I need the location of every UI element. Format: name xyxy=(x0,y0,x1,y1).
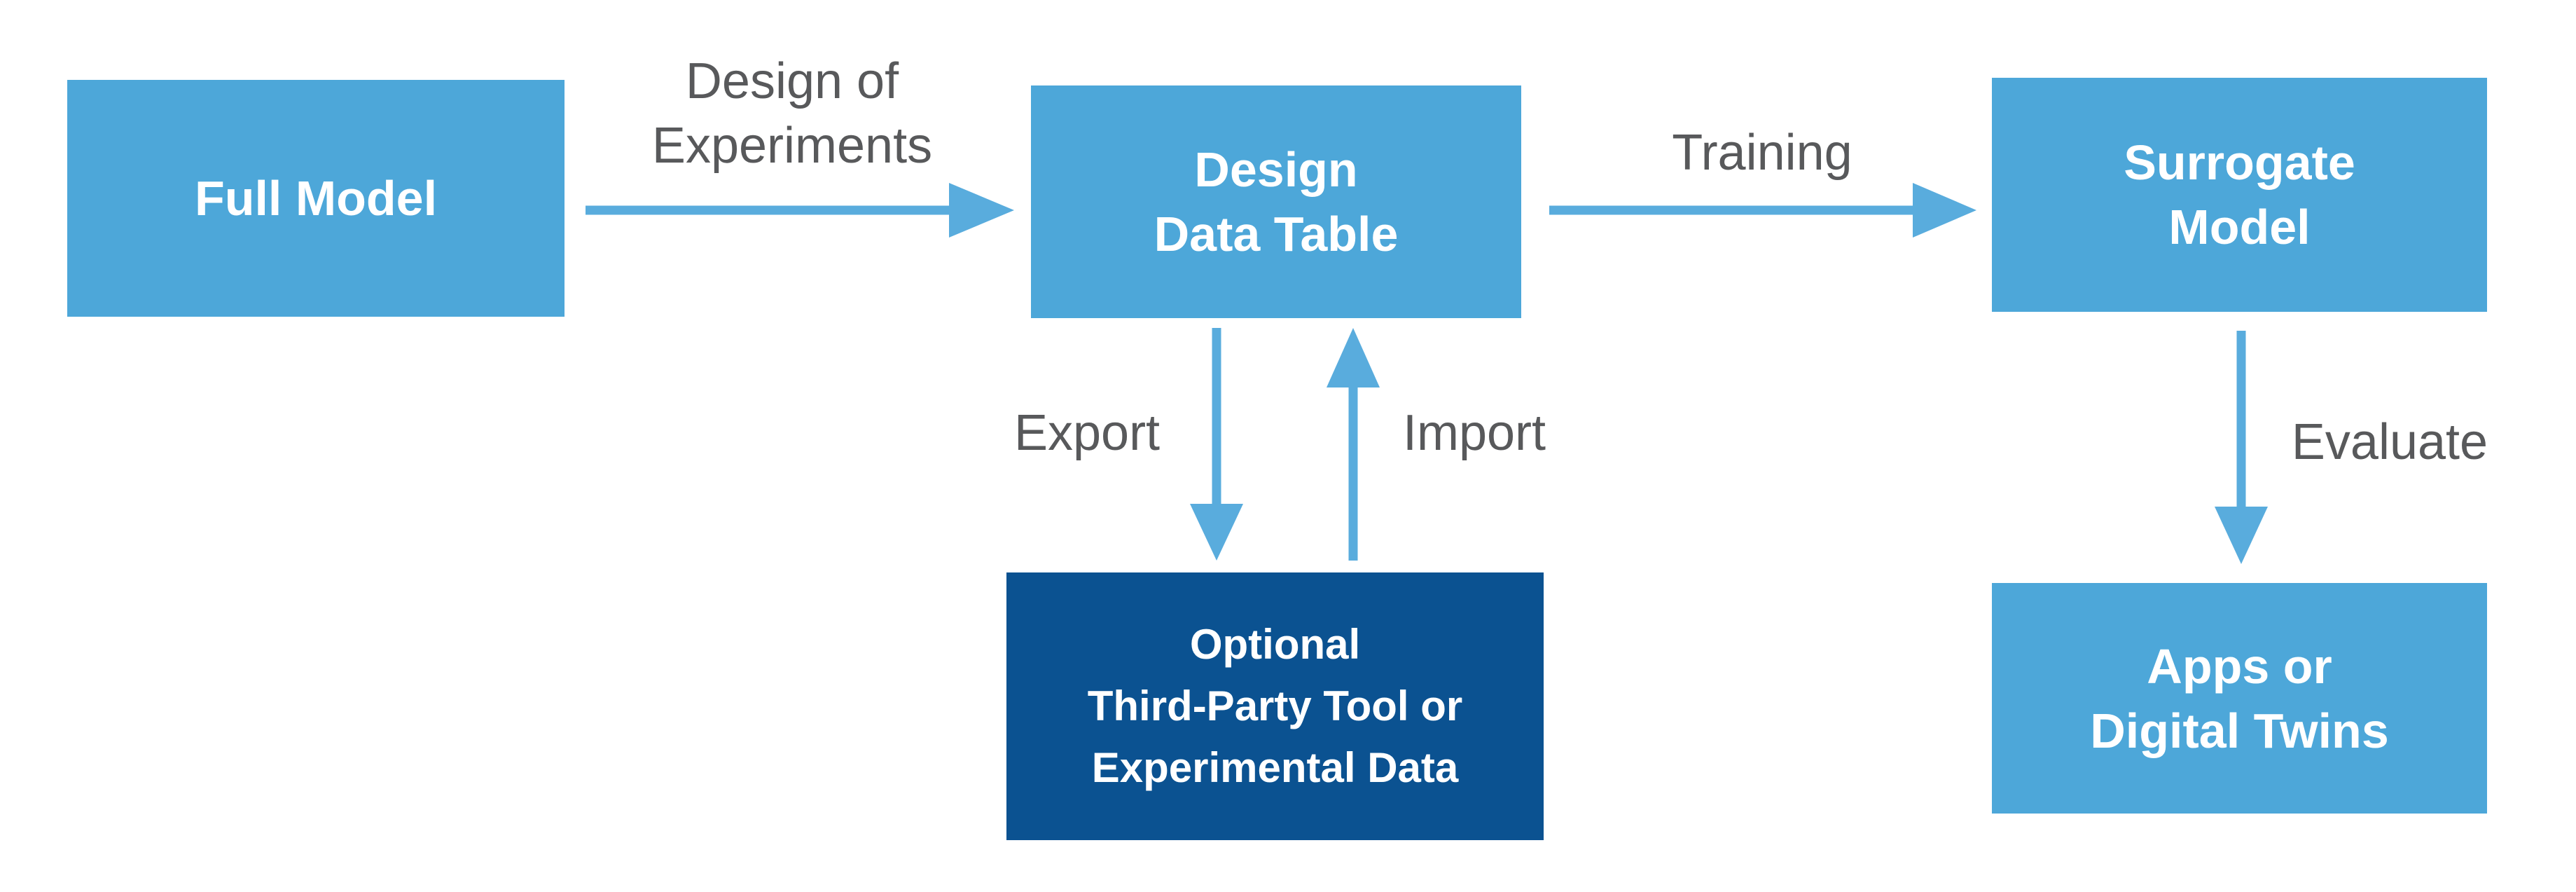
node-optional-third-party-label-line1: Optional xyxy=(1189,621,1361,668)
node-optional-third-party-label-line3: Experimental Data xyxy=(1091,744,1459,791)
node-optional-third-party: Optional Third-Party Tool or Experimenta… xyxy=(1006,572,1544,840)
arrow-import-up xyxy=(1327,328,1380,561)
edge-label-training: Training xyxy=(1672,121,1852,185)
node-design-data-table: Design Data Table xyxy=(1031,85,1521,318)
node-apps-digital-twins-label-line1: Apps or xyxy=(2147,638,2332,694)
edge-label-design-of-experiments-line2: Experiments xyxy=(651,118,933,174)
edge-label-evaluate: Evaluate xyxy=(2292,410,2488,474)
arrow-full-model-to-design-data-table xyxy=(586,183,1014,238)
node-design-data-table-label-line2: Data Table xyxy=(1154,207,1399,261)
node-full-model-label: Full Model xyxy=(194,171,438,226)
node-apps-digital-twins-label-line2: Digital Twins xyxy=(2090,703,2389,758)
node-design-data-table-label-line1: Design xyxy=(1194,142,1358,197)
edge-label-design-of-experiments-line1: Design of xyxy=(685,53,899,109)
edge-label-export-text: Export xyxy=(1013,405,1161,461)
edge-label-import: Import xyxy=(1403,401,1546,465)
edge-label-training-text: Training xyxy=(1672,125,1853,181)
node-surrogate-model: Surrogate Model xyxy=(1992,78,2487,312)
node-surrogate-model-label-line1: Surrogate xyxy=(2124,135,2355,190)
node-apps-digital-twins: Apps or Digital Twins xyxy=(1992,583,2487,814)
node-optional-third-party-label-line2: Third-Party Tool or xyxy=(1087,682,1463,729)
arrow-export-down xyxy=(1190,328,1243,561)
node-full-model: Full Model xyxy=(67,80,565,317)
arrow-design-data-table-to-surrogate-model xyxy=(1549,183,1976,238)
edge-label-export: Export xyxy=(1014,401,1160,465)
edge-label-design-of-experiments: Design of Experiments xyxy=(652,49,932,178)
node-surrogate-model-label-line2: Model xyxy=(2168,200,2311,254)
arrow-evaluate-down xyxy=(2215,331,2268,564)
edge-label-import-text: Import xyxy=(1402,405,1546,461)
edge-label-evaluate-text: Evaluate xyxy=(2291,414,2488,470)
